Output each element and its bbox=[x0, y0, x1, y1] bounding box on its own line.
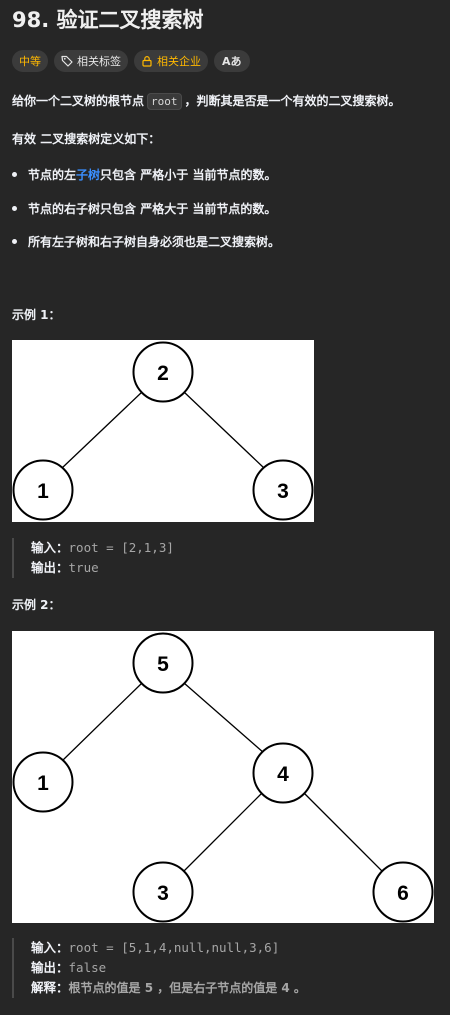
svg-text:2: 2 bbox=[157, 362, 169, 385]
example-2-io: 输入：root = [5,1,4,null,null,3,6] 输出：false… bbox=[12, 938, 306, 998]
tag-icon bbox=[61, 55, 73, 67]
svg-text:5: 5 bbox=[157, 653, 169, 676]
tree-node: 5 bbox=[132, 632, 194, 694]
tree-node: 6 bbox=[372, 861, 434, 923]
translate-button[interactable]: Aあ bbox=[214, 50, 250, 72]
difficulty-label: 中等 bbox=[19, 55, 41, 68]
example-2-tree-image: 5 1 4 3 6 bbox=[12, 631, 434, 923]
tree-node: 4 bbox=[252, 742, 314, 804]
bullet-dot bbox=[12, 206, 17, 211]
list-item: 节点的左子树只包含 严格小于 当前节点的数。 bbox=[12, 166, 276, 183]
subtree-link[interactable]: 子树 bbox=[76, 168, 101, 182]
list-item: 所有左子树和右子树自身必须也是二叉搜索树。 bbox=[12, 233, 280, 250]
problem-title: 98. 验证二叉搜索树 bbox=[12, 8, 204, 32]
svg-text:3: 3 bbox=[157, 882, 169, 905]
companies-tag-button[interactable]: 相关企业 bbox=[134, 50, 208, 72]
bullet-dot bbox=[12, 172, 17, 177]
example-input: 输入：root = [2,1,3] bbox=[31, 540, 174, 555]
tree-node: 3 bbox=[132, 861, 194, 923]
tree-node: 3 bbox=[252, 459, 314, 521]
example-1-tree-image: 2 1 3 bbox=[12, 340, 314, 522]
tree-edge bbox=[183, 391, 265, 469]
example-output: 输出：false bbox=[31, 960, 107, 975]
tree-edge bbox=[183, 682, 265, 754]
difficulty-badge: 中等 bbox=[12, 50, 48, 72]
example-input: 输入：root = [5,1,4,null,null,3,6] bbox=[31, 940, 280, 955]
svg-text:1: 1 bbox=[37, 772, 49, 795]
bst-definition: 有效 二叉搜索树定义如下： bbox=[12, 132, 161, 146]
tree-node: 2 bbox=[132, 341, 194, 403]
example-2-title: 示例 2： bbox=[12, 598, 61, 612]
inline-code-root: root bbox=[147, 93, 182, 110]
tree-edge bbox=[61, 391, 143, 469]
svg-text:3: 3 bbox=[277, 480, 289, 503]
example-output: 输出：true bbox=[31, 560, 99, 575]
tree-node: 1 bbox=[12, 459, 74, 521]
lock-icon bbox=[141, 55, 153, 67]
topics-tag-button[interactable]: 相关标签 bbox=[54, 50, 128, 72]
topics-tag-label: 相关标签 bbox=[77, 55, 121, 68]
example-1-title: 示例 1： bbox=[12, 308, 61, 322]
svg-text:4: 4 bbox=[277, 763, 289, 786]
tree-edge bbox=[303, 792, 383, 872]
translate-icon: Aあ bbox=[222, 55, 242, 68]
tree-edge bbox=[61, 682, 143, 762]
tree-node: 1 bbox=[12, 751, 74, 813]
bullet-dot bbox=[12, 239, 17, 244]
svg-text:1: 1 bbox=[37, 480, 49, 503]
tree-edge bbox=[183, 792, 263, 872]
tag-bar: 中等 相关标签 相关企业 Aあ bbox=[12, 50, 250, 72]
svg-text:6: 6 bbox=[397, 882, 409, 905]
example-explanation: 解释：根节点的值是 5 ，但是右子节点的值是 4 。 bbox=[31, 980, 306, 995]
list-item: 节点的右子树只包含 严格大于 当前节点的数。 bbox=[12, 200, 276, 217]
example-1-io: 输入：root = [2,1,3] 输出：true bbox=[12, 538, 174, 578]
companies-tag-label: 相关企业 bbox=[157, 55, 201, 68]
